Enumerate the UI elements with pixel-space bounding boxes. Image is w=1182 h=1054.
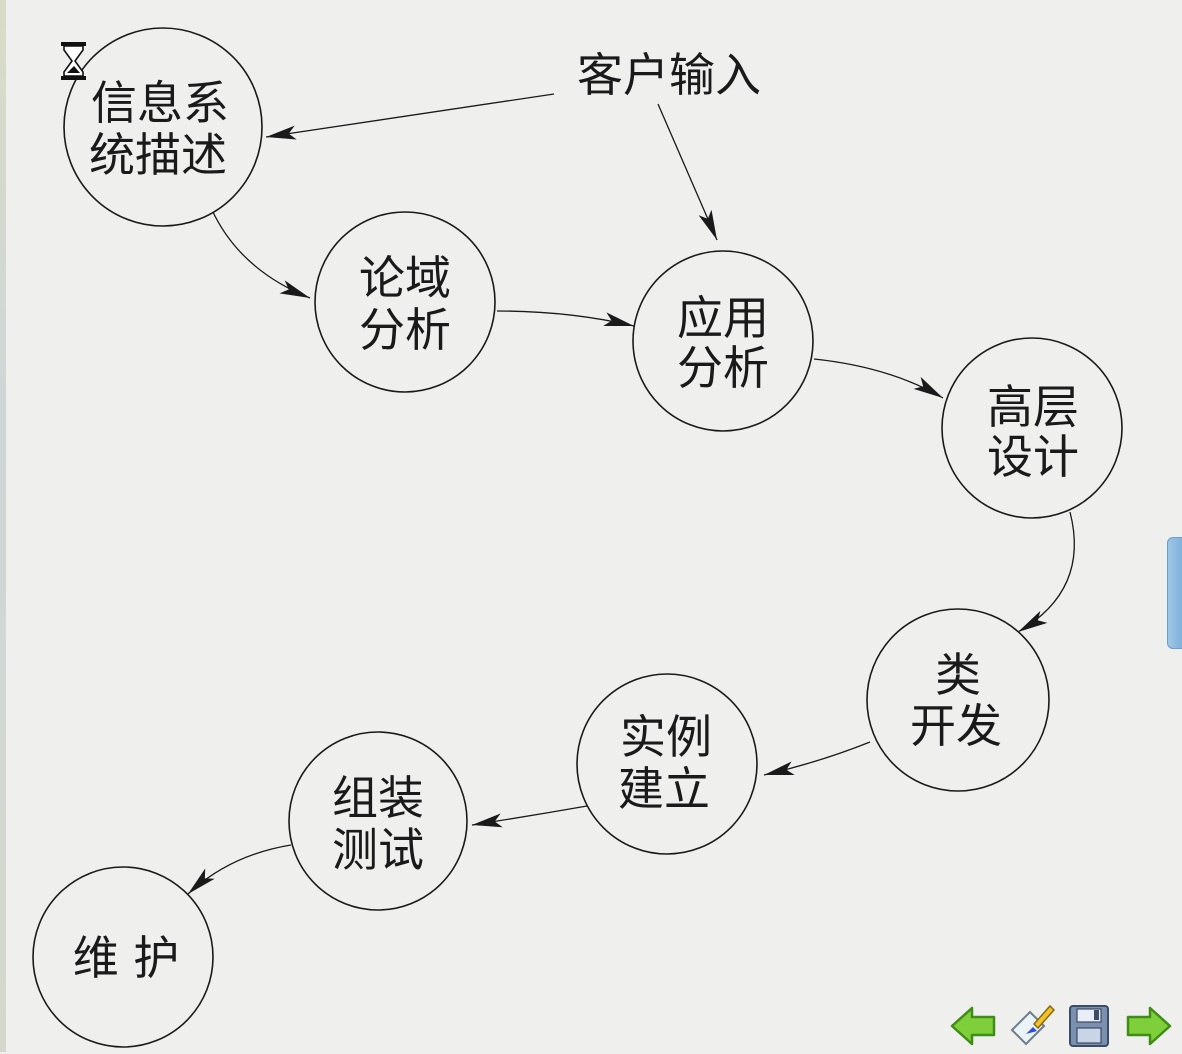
pen-tool-button[interactable] (1006, 1000, 1058, 1050)
node-label-line: 开发 (910, 699, 1002, 753)
pen-icon (1010, 1004, 1056, 1046)
save-disk-icon (1069, 1005, 1109, 1047)
node-label-line: 信息系 (91, 76, 229, 130)
node-label-line: 设计 (987, 430, 1079, 484)
edge-customer-to-info (265, 93, 555, 140)
left-window-edge (0, 0, 6, 1052)
customer-input-label: 客户输入 (577, 48, 761, 102)
left-arrow-icon (950, 1006, 996, 1046)
previous-slide-button[interactable] (948, 1000, 1000, 1050)
node-label-line: 分析 (677, 341, 769, 395)
side-panel-tab[interactable] (1167, 537, 1182, 649)
edge-customer-to-application (657, 103, 718, 241)
node-class-development: 类 开发 (866, 608, 1050, 792)
node-label-line: 建立 (618, 762, 710, 816)
node-application-analysis: 应用 分析 (632, 250, 814, 432)
node-label-line: 维 护 (73, 931, 180, 985)
node-label-line: 分析 (359, 303, 451, 357)
edge-assembly-to-maintenance (187, 844, 292, 895)
node-label-line: 论域 (359, 251, 451, 305)
next-slide-button[interactable] (1122, 1000, 1174, 1050)
node-label-line: 测试 (332, 823, 424, 877)
node-info-system-description: 信息系 统描述 (63, 27, 263, 227)
node-label-line: 组装 (332, 771, 424, 825)
edge-application-to-design (813, 358, 944, 399)
node-assembly-testing: 组装 测试 (288, 731, 468, 911)
node-label-line: 统描述 (89, 128, 227, 182)
node-label-line: 高层 (987, 380, 1079, 434)
node-high-level-design: 高层 设计 (941, 337, 1123, 519)
slide-navigation-toolbar (944, 1000, 1174, 1050)
node-instance-creation: 实例 建立 (576, 673, 758, 855)
node-maintenance: 维 护 (32, 866, 214, 1048)
edge-info-to-domain (211, 209, 311, 299)
node-label-line: 实例 (620, 710, 712, 764)
edge-design-to-class (1017, 511, 1075, 633)
node-domain-analysis: 论域 分析 (314, 211, 496, 393)
node-label-line: 类 (935, 648, 981, 702)
hourglass-icon (61, 42, 86, 80)
save-button[interactable] (1064, 1000, 1116, 1050)
edge-instance-to-assembly (471, 805, 588, 828)
edge-domain-to-application (496, 310, 635, 327)
node-label-line: 应用 (677, 291, 769, 345)
edge-class-to-instance (763, 741, 871, 776)
right-arrow-icon (1126, 1006, 1172, 1046)
